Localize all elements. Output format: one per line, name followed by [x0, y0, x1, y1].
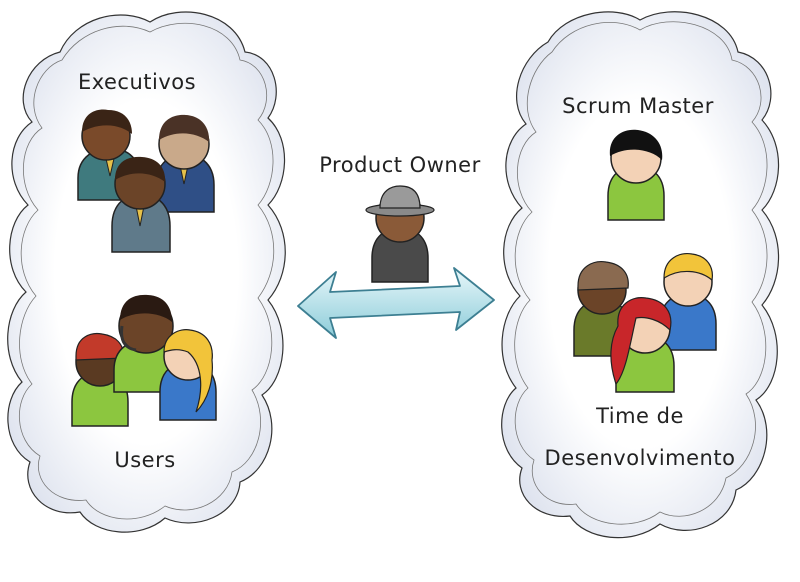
- executives-label: Executivos: [77, 70, 197, 94]
- product-owner-label: Product Owner: [319, 153, 481, 177]
- team-label-line2: Desenvolvimento: [544, 446, 736, 470]
- users-label: Users: [114, 448, 176, 472]
- team-member-icon: [659, 253, 717, 351]
- user-person-icon: [159, 329, 217, 421]
- team-label-line1: Time de: [596, 404, 684, 428]
- user-person-icon: [113, 294, 177, 393]
- executive-person-icon: [155, 114, 215, 213]
- scrum-master-label: Scrum Master: [562, 94, 714, 118]
- executive-person-icon: [111, 156, 171, 253]
- team-member-icon: [610, 297, 675, 393]
- user-person-icon: [71, 332, 129, 427]
